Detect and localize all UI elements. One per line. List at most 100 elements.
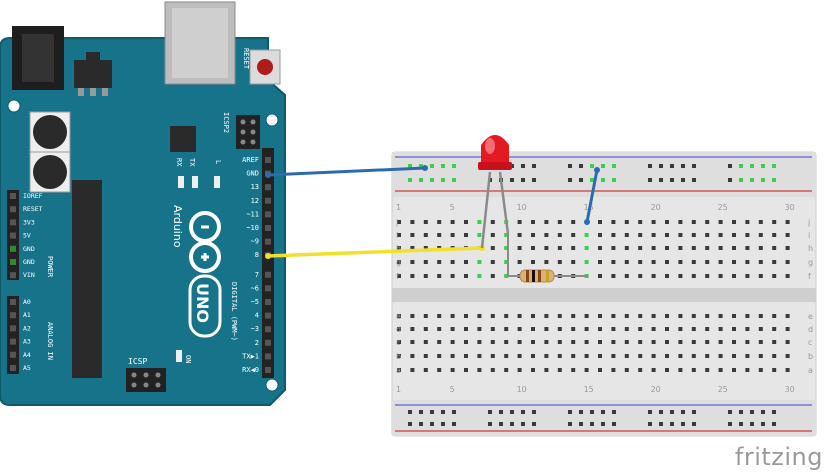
- breadboard-hole[interactable]: [691, 220, 696, 224]
- rail-hole[interactable]: [568, 178, 572, 182]
- breadboard-hole[interactable]: [598, 246, 602, 250]
- rail-hole[interactable]: [670, 410, 674, 414]
- breadboard-hole[interactable]: [423, 368, 428, 372]
- breadboard-hole[interactable]: [557, 220, 562, 224]
- analog-pin[interactable]: [10, 325, 16, 332]
- breadboard-hole[interactable]: [504, 274, 509, 278]
- breadboard-hole[interactable]: [705, 274, 710, 278]
- analog-pin[interactable]: [10, 351, 16, 358]
- breadboard-hole[interactable]: [571, 233, 576, 237]
- power-pin[interactable]: [10, 206, 16, 213]
- breadboard-hole[interactable]: [705, 327, 710, 331]
- rail-hole[interactable]: [590, 410, 594, 414]
- breadboard-hole[interactable]: [718, 274, 723, 278]
- breadboard-hole[interactable]: [410, 274, 415, 278]
- breadboard-hole[interactable]: [691, 233, 696, 237]
- breadboard-hole[interactable]: [598, 220, 602, 224]
- breadboard-hole[interactable]: [531, 327, 535, 331]
- rail-hole[interactable]: [430, 178, 434, 182]
- rail-hole[interactable]: [659, 178, 663, 182]
- rail-hole[interactable]: [772, 178, 776, 182]
- rail-hole[interactable]: [532, 178, 536, 182]
- rail-hole[interactable]: [761, 178, 765, 182]
- breadboard-hole[interactable]: [571, 314, 576, 318]
- breadboard-hole[interactable]: [504, 314, 509, 318]
- rail-hole[interactable]: [532, 410, 536, 414]
- breadboard-hole[interactable]: [410, 220, 415, 224]
- breadboard-hole[interactable]: [638, 327, 643, 331]
- rail-hole[interactable]: [408, 178, 412, 182]
- breadboard-hole[interactable]: [437, 274, 442, 278]
- breadboard-hole[interactable]: [624, 274, 629, 278]
- rail-hole[interactable]: [488, 410, 492, 414]
- breadboard-hole[interactable]: [584, 368, 589, 372]
- breadboard-hole[interactable]: [517, 327, 522, 331]
- rail-hole[interactable]: [521, 164, 525, 168]
- breadboard-hole[interactable]: [691, 368, 696, 372]
- rail-hole[interactable]: [452, 178, 456, 182]
- analog-pin[interactable]: [10, 365, 16, 371]
- breadboard-hole[interactable]: [651, 274, 656, 278]
- breadboard-hole[interactable]: [785, 233, 790, 237]
- breadboard-hole[interactable]: [718, 314, 723, 318]
- breadboard-hole[interactable]: [544, 327, 549, 331]
- breadboard-hole[interactable]: [732, 327, 736, 331]
- analog-pin[interactable]: [10, 299, 16, 305]
- rail-hole[interactable]: [579, 422, 583, 426]
- rail-hole[interactable]: [659, 410, 663, 414]
- breadboard-hole[interactable]: [611, 274, 616, 278]
- breadboard-hole[interactable]: [490, 314, 495, 318]
- rail-hole[interactable]: [499, 410, 503, 414]
- breadboard-hole[interactable]: [477, 340, 482, 344]
- breadboard-hole[interactable]: [651, 260, 656, 264]
- breadboard-hole[interactable]: [624, 233, 629, 237]
- breadboard-hole[interactable]: [490, 327, 495, 331]
- breadboard-hole[interactable]: [718, 220, 723, 224]
- rail-hole[interactable]: [568, 422, 572, 426]
- rail-hole[interactable]: [648, 422, 652, 426]
- breadboard-hole[interactable]: [571, 260, 576, 264]
- breadboard-hole[interactable]: [624, 260, 629, 264]
- breadboard-hole[interactable]: [450, 314, 455, 318]
- breadboard-hole[interactable]: [624, 246, 629, 250]
- breadboard-hole[interactable]: [665, 274, 669, 278]
- rail-hole[interactable]: [761, 410, 765, 414]
- breadboard-hole[interactable]: [490, 260, 495, 264]
- rail-hole[interactable]: [648, 178, 652, 182]
- breadboard-hole[interactable]: [745, 233, 750, 237]
- breadboard-hole[interactable]: [490, 354, 495, 358]
- digital-pin[interactable]: [265, 312, 271, 319]
- breadboard-hole[interactable]: [651, 340, 656, 344]
- rail-hole[interactable]: [601, 178, 605, 182]
- breadboard-hole[interactable]: [745, 327, 750, 331]
- breadboard-hole[interactable]: [517, 260, 522, 264]
- rail-hole[interactable]: [521, 422, 525, 426]
- breadboard-hole[interactable]: [718, 233, 723, 237]
- breadboard-hole[interactable]: [732, 368, 736, 372]
- breadboard-hole[interactable]: [624, 314, 629, 318]
- breadboard-hole[interactable]: [624, 327, 629, 331]
- digital-pin[interactable]: [265, 353, 271, 360]
- breadboard-hole[interactable]: [584, 246, 589, 250]
- breadboard-hole[interactable]: [450, 340, 455, 344]
- rail-hole[interactable]: [728, 178, 732, 182]
- breadboard-hole[interactable]: [705, 354, 710, 358]
- breadboard-hole[interactable]: [691, 314, 696, 318]
- breadboard-hole[interactable]: [638, 354, 643, 358]
- rail-hole[interactable]: [728, 164, 732, 168]
- power-pin[interactable]: [10, 232, 16, 239]
- rail-hole[interactable]: [612, 178, 616, 182]
- power-pin[interactable]: [10, 272, 16, 279]
- breadboard-hole[interactable]: [584, 340, 589, 344]
- rail-hole[interactable]: [510, 178, 514, 182]
- breadboard-hole[interactable]: [651, 354, 656, 358]
- breadboard-hole[interactable]: [785, 354, 790, 358]
- rail-hole[interactable]: [510, 410, 514, 414]
- breadboard-hole[interactable]: [785, 260, 790, 264]
- breadboard-hole[interactable]: [665, 314, 669, 318]
- breadboard-hole[interactable]: [785, 340, 790, 344]
- gnd-wire[interactable]: [266, 166, 427, 177]
- breadboard-hole[interactable]: [531, 246, 535, 250]
- breadboard-hole[interactable]: [464, 314, 468, 318]
- breadboard-hole[interactable]: [638, 314, 643, 318]
